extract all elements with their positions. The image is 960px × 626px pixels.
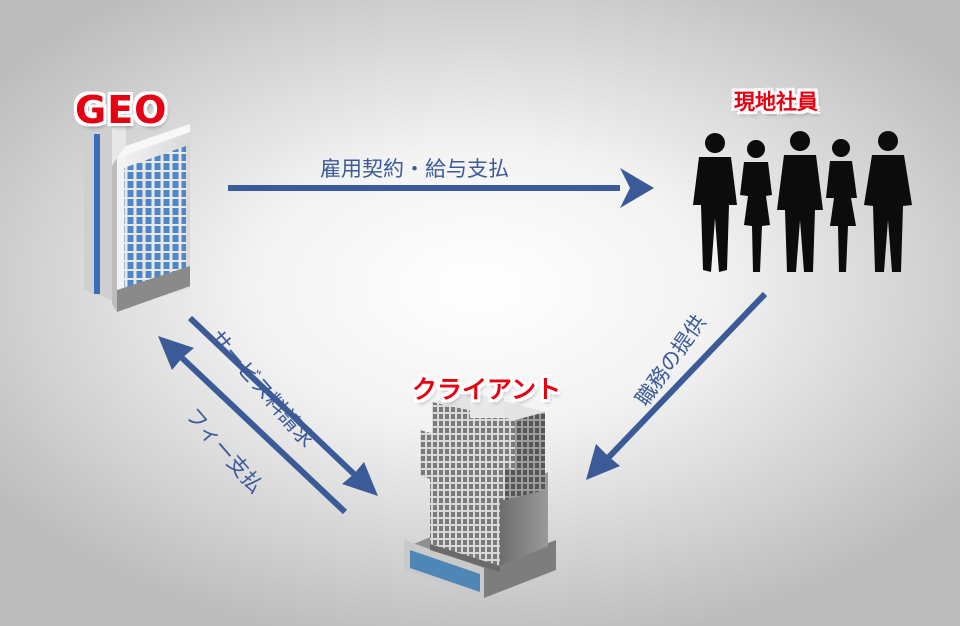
- geo-label: GEO: [75, 88, 168, 132]
- arrow-fee-payment: [158, 336, 348, 515]
- staff-label: 現地社員: [734, 90, 818, 114]
- employment-flow-label: 雇用契約・給与支払: [320, 157, 509, 181]
- client-building-icon: [404, 392, 556, 598]
- client-label: クライアント: [412, 375, 562, 404]
- staff-silhouettes-icon: [693, 131, 912, 272]
- arrow-service-billing: [187, 315, 378, 496]
- arrow-duties: [586, 291, 768, 480]
- geo-building-icon: [84, 122, 190, 312]
- arrow-employment: [228, 168, 654, 208]
